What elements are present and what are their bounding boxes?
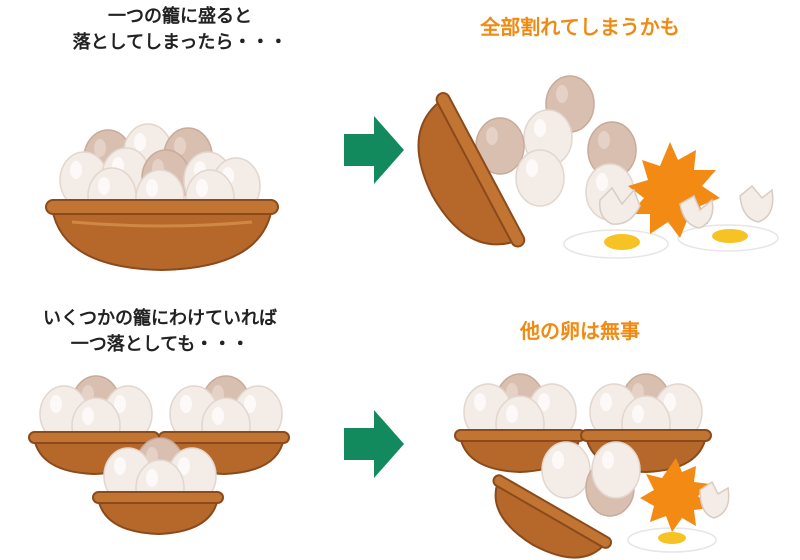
caption-multiple-line1: いくつかの籠にわけていれば [43,308,277,329]
result-all-broken: 全部割れてしまうかも [480,15,680,39]
caption-multiple-baskets: いくつかの籠にわけていれば 一つ落としても・・・ [0,306,320,358]
caption-single-basket: 一つの籠に盛ると 落としてしまったら・・・ [20,4,340,56]
tipped-basket-broken [417,75,779,259]
arrow-right-icon [344,116,404,184]
egg-basket-full [44,123,280,272]
caption-single-line1: 一つの籠に盛ると [108,6,252,27]
caption-single-line2: 落としてしまったら・・・ [72,32,288,53]
tipped-basket-small [492,441,730,559]
caption-multiple-line2: 一つ落としても・・・ [70,334,250,355]
arrow-right-icon-2 [344,410,404,478]
result-others-safe: 他の卵は無事 [520,319,640,343]
